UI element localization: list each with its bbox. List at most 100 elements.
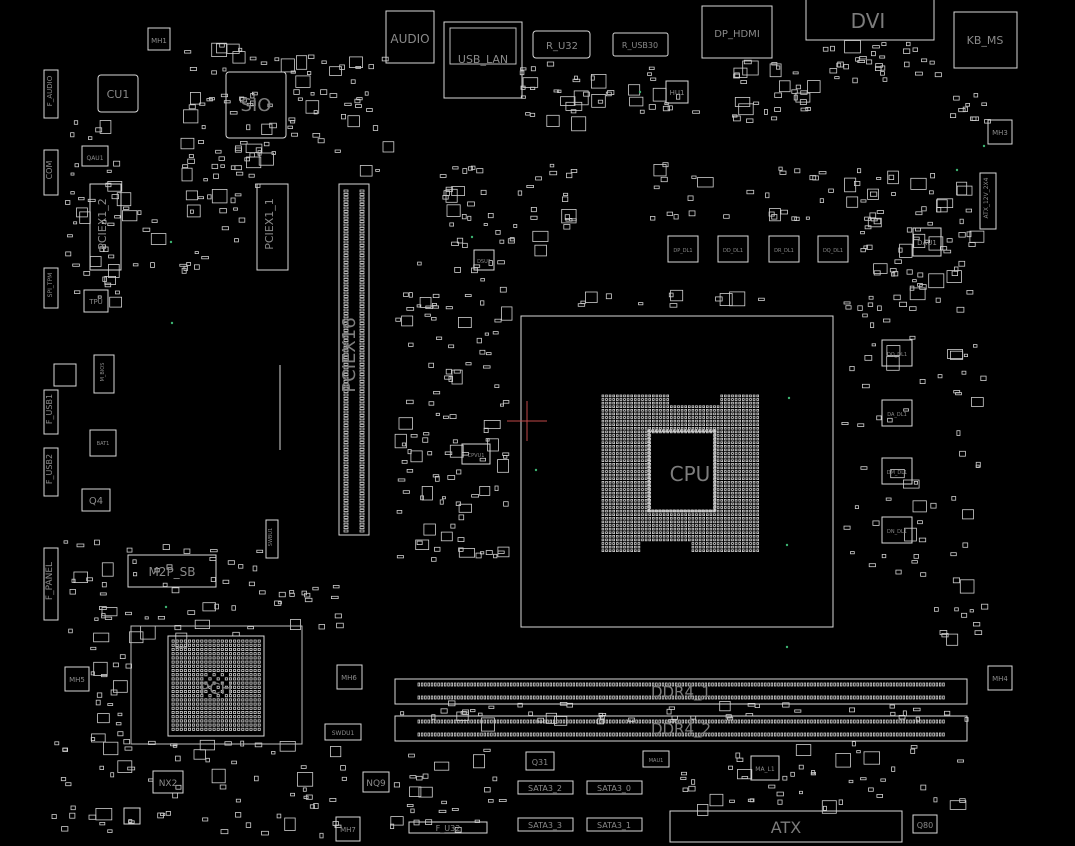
pcie-pin (343, 376, 349, 380)
pch-ball (220, 673, 224, 677)
pcie-pin (343, 407, 349, 411)
ddr-pin (896, 695, 899, 700)
pcie-pin (359, 529, 365, 533)
pciex1-1-label: PCIEX1_1 (263, 198, 276, 250)
ddr-pin (427, 719, 430, 724)
ddr-pin (434, 732, 437, 737)
cpu-pad (738, 524, 741, 527)
ddr-pin (546, 682, 549, 687)
smd-part (889, 704, 895, 709)
ddr-pin (658, 719, 661, 724)
cpu-pad (727, 517, 731, 520)
smd-part (296, 772, 314, 787)
pcie-pin (359, 478, 365, 482)
cpu-pad (647, 440, 651, 443)
cpu-pad (612, 462, 615, 466)
ddr-pin (420, 719, 424, 724)
ddr-pin (473, 682, 477, 687)
pch-ball (187, 715, 191, 719)
ddr-pin (800, 732, 803, 737)
cpu-pad (724, 441, 727, 444)
pcie-pin (359, 311, 365, 315)
ddr-pin (721, 732, 724, 737)
pcie-pin (359, 447, 365, 451)
ddr-pin (741, 682, 744, 687)
pch-ball (179, 681, 183, 685)
smd-part (940, 246, 948, 251)
smd-part (205, 757, 210, 763)
cpu-pad (713, 520, 716, 524)
pch-ball (249, 639, 253, 643)
cpu-pad (745, 520, 749, 524)
pch-ball (208, 652, 212, 656)
cpu-pad (756, 426, 759, 430)
cpu-pad (731, 477, 734, 480)
smd-part (278, 591, 286, 598)
cpu-pad (673, 423, 677, 426)
ddr-pin (849, 719, 853, 724)
cpu-pad (688, 412, 691, 416)
pch-ball (179, 656, 183, 660)
smd-part (929, 60, 935, 65)
cpu-pad (626, 434, 630, 437)
cpu-pad (742, 509, 745, 513)
cpu-pad (630, 416, 633, 419)
pch-ball (196, 719, 200, 723)
ddr-pin (708, 732, 711, 737)
cpu-pad (727, 524, 731, 527)
ddr-pin (681, 682, 685, 687)
cpu-pad (644, 405, 648, 408)
cpu-pad (608, 426, 612, 430)
cpu-pad (716, 495, 720, 498)
cpu-pad (637, 466, 641, 470)
cpu-pad (630, 405, 633, 408)
pch-ball (253, 673, 257, 677)
cpu-pad (652, 412, 655, 416)
cpu-pad (616, 437, 619, 441)
cpu-pad (612, 477, 615, 480)
cpu-pad (662, 429, 665, 433)
pch-ball (192, 719, 196, 723)
r-u32-label: R_U32 (546, 41, 578, 52)
pch-ball (196, 643, 200, 647)
q4-outline (81, 488, 111, 512)
cpu-pad (666, 405, 669, 408)
cpu-pad (724, 408, 727, 412)
smd-part (303, 795, 309, 800)
cpu-pad (695, 517, 698, 520)
cpu-pad (749, 423, 752, 426)
cpu-pad (716, 437, 720, 441)
pch-ball (245, 639, 249, 643)
cpu-pad (666, 416, 669, 419)
pch-ball (257, 706, 261, 710)
ddr-pin (546, 732, 549, 737)
cpu-pad (713, 538, 716, 542)
pcie-pin (359, 366, 365, 370)
cpu-pad (738, 549, 741, 552)
smd-part (906, 227, 913, 233)
pch-ball (208, 698, 212, 702)
cpu-pad (706, 517, 709, 520)
ddr-pin (496, 732, 500, 737)
cu1-outline (97, 74, 139, 113)
smd-part (598, 712, 603, 718)
cpu-pad (616, 527, 619, 531)
cpu-pad (648, 531, 651, 534)
smd-part (107, 222, 115, 227)
ddr-pin (533, 719, 536, 724)
cpu-pad (705, 429, 708, 433)
smd-part (843, 301, 851, 305)
ddr-pin (543, 732, 546, 737)
ddr4-2-label: DDR4_2 (651, 720, 711, 739)
cpu-pad (626, 426, 630, 430)
pch-ball (183, 664, 187, 668)
ddr-pin (873, 682, 876, 687)
smd-part (918, 537, 927, 543)
cpu-pad (713, 494, 717, 497)
cpu-pad (720, 423, 723, 426)
ddr-pin (661, 719, 665, 724)
cpu-pad (648, 426, 651, 430)
cpu-pad (713, 542, 716, 545)
smd-part (975, 464, 980, 468)
ddr-pin (618, 695, 622, 700)
